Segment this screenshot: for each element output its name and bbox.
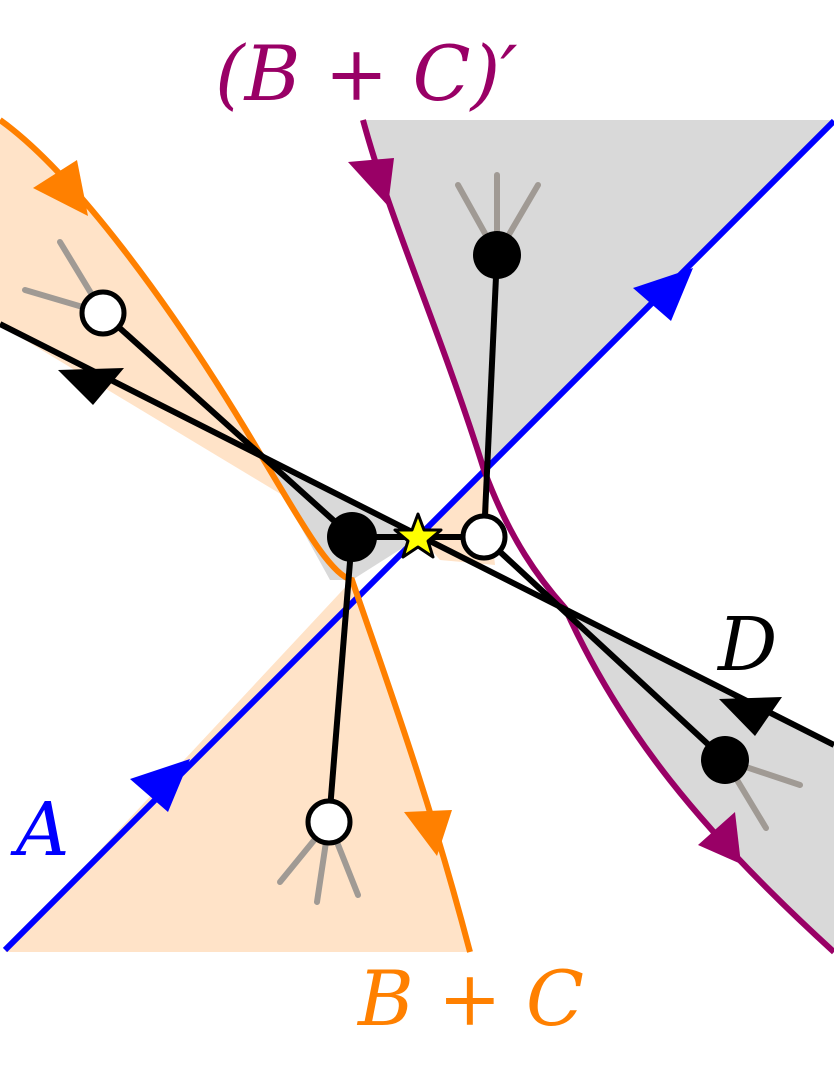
edge bbox=[481, 534, 728, 763]
purple-arrow-icon bbox=[348, 158, 394, 206]
wall-bc-curve bbox=[0, 117, 473, 953]
blue-arrow-icon bbox=[633, 268, 693, 321]
open-vertex-center bbox=[460, 513, 508, 561]
black-arrow-icon bbox=[58, 368, 124, 405]
peach-region-lower bbox=[5, 580, 470, 952]
label-bc: B + C bbox=[356, 954, 584, 1043]
wall-bc-prime-curve bbox=[360, 119, 834, 955]
purple-arrow-icon bbox=[698, 812, 741, 864]
open-vertex-upper-left bbox=[79, 289, 127, 337]
blue-arrow-icon bbox=[130, 759, 190, 812]
orange-arrow-icon bbox=[404, 810, 452, 856]
gray-region-lower-right bbox=[565, 608, 834, 952]
star-icon bbox=[393, 512, 443, 559]
filled-vertex-lower-right bbox=[701, 736, 749, 784]
filled-vertex-upper-right bbox=[473, 231, 521, 279]
label-a: A bbox=[10, 787, 69, 873]
black-arrow-icon bbox=[719, 697, 782, 736]
tree-edges bbox=[100, 254, 728, 823]
edge bbox=[481, 254, 500, 538]
orange-arrow-icon bbox=[33, 160, 88, 216]
open-vertex-lower bbox=[305, 798, 353, 846]
peach-region-upper-left bbox=[0, 120, 352, 537]
filled-vertex-center bbox=[327, 512, 377, 562]
edge bbox=[100, 310, 355, 540]
label-bc-prime: (B + C)′ bbox=[215, 29, 518, 118]
label-d: D bbox=[716, 602, 777, 688]
edge bbox=[326, 536, 355, 823]
gray-region-upper-right bbox=[363, 120, 834, 470]
